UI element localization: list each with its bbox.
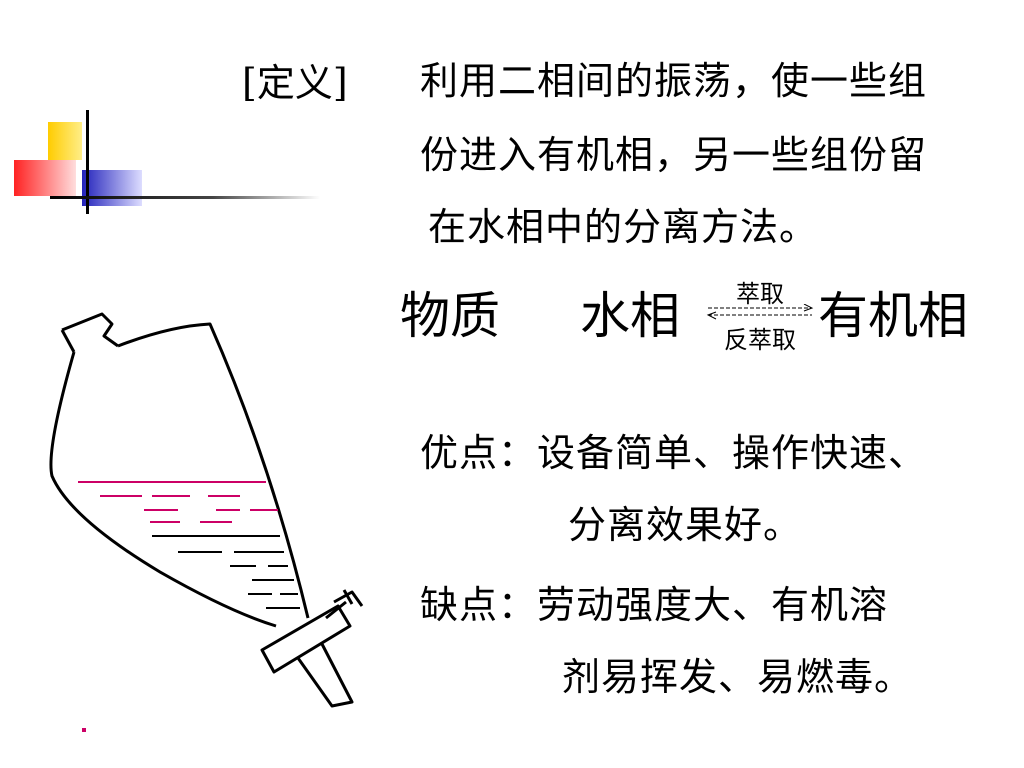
- double-arrow-icon: [706, 304, 814, 320]
- decorative-dot: [82, 728, 86, 732]
- definition-line-2: 份进入有机相，另一些组份留: [420, 133, 928, 177]
- separatory-funnel-illustration: [49, 312, 364, 708]
- advantages-line-2: 分离效果好。: [568, 503, 803, 547]
- back-extraction-label: 反萃取: [724, 326, 796, 354]
- definition-line-1: 利用二相间的振荡，使一些组: [420, 59, 928, 103]
- definition-label: [定义]: [242, 61, 348, 105]
- aqueous-phase-label: 水相: [580, 287, 680, 345]
- disadvantages-line-2: 剂易挥发、易燃毒。: [562, 655, 914, 699]
- advantages-line-1: 优点：设备简单、操作快速、: [420, 431, 928, 475]
- disadvantages-line-1: 缺点：劳动强度大、有机溶: [420, 583, 889, 627]
- extraction-label: 萃取: [736, 280, 784, 308]
- decorative-corner-graphic: [14, 110, 320, 214]
- substance-label: 物质: [400, 287, 500, 345]
- definition-line-3: 在水相中的分离方法。: [428, 205, 819, 249]
- organic-phase-label: 有机相: [818, 287, 968, 345]
- equilibrium-arrow: 萃取 反萃取: [704, 274, 816, 354]
